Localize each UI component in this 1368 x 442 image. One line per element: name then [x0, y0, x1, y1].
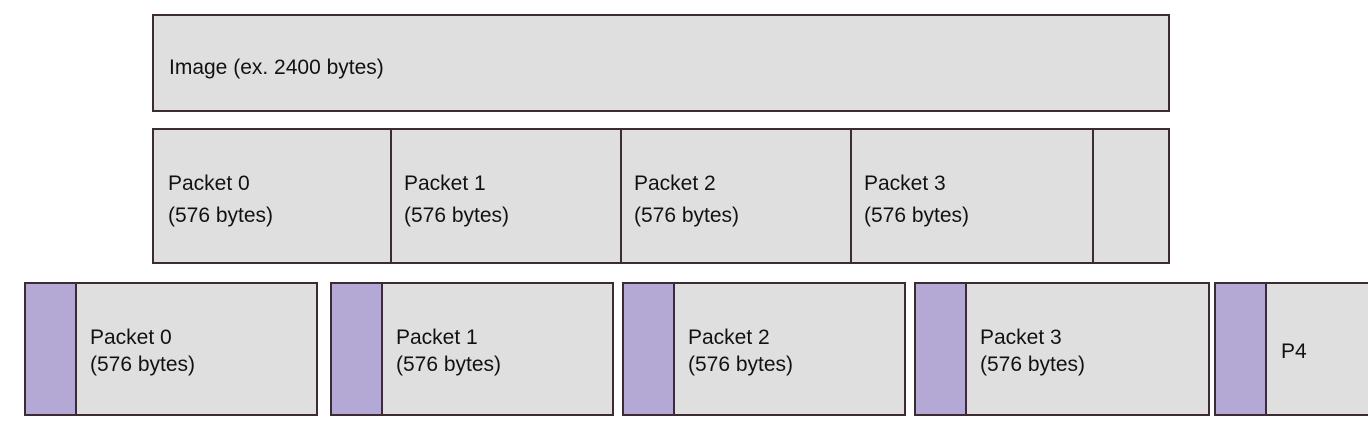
framed-packet-3-name: Packet 3: [980, 326, 1062, 349]
image-label: Image (ex. 2400 bytes): [169, 56, 384, 79]
split-packet-1: Packet 1 (576 bytes): [392, 130, 622, 262]
split-packet-2-size: (576 bytes): [634, 204, 740, 227]
split-packet-3-name: Packet 3: [864, 172, 946, 195]
split-packet-remainder: [1094, 130, 1168, 262]
split-packet-1-size: (576 bytes): [404, 204, 510, 227]
split-packet-2: Packet 2 (576 bytes): [622, 130, 852, 262]
framed-packet-0-size: (576 bytes): [90, 353, 196, 376]
split-packet-1-name: Packet 1: [404, 172, 486, 195]
split-packet-row: Packet 0 (576 bytes) Packet 1 (576 bytes…: [152, 128, 1170, 264]
image-box: Image (ex. 2400 bytes): [152, 14, 1170, 112]
split-packet-3-size: (576 bytes): [864, 204, 970, 227]
framed-packet-2-header: [624, 284, 675, 414]
framed-packet-0: Packet 0 (576 bytes): [24, 282, 318, 416]
framed-packet-2: Packet 2 (576 bytes): [622, 282, 906, 416]
framed-packet-3-header: [916, 284, 967, 414]
framed-packet-3-size: (576 bytes): [980, 353, 1086, 376]
split-packet-0-name: Packet 0: [168, 172, 250, 195]
framed-packet-2-size: (576 bytes): [688, 353, 794, 376]
split-packet-0: Packet 0 (576 bytes): [154, 130, 392, 262]
framed-packet-1-size: (576 bytes): [396, 353, 502, 376]
framed-packet-4-header: [1216, 284, 1267, 414]
framed-packet-1-header: [332, 284, 383, 414]
framed-packet-1: Packet 1 (576 bytes): [330, 282, 614, 416]
framed-packet-0-header: [26, 284, 77, 414]
framed-packet-2-name: Packet 2: [688, 326, 770, 349]
framed-packet-4-name: P4: [1281, 340, 1307, 363]
framed-packet-1-name: Packet 1: [396, 326, 478, 349]
split-packet-0-size: (576 bytes): [168, 204, 274, 227]
framed-packet-3: Packet 3 (576 bytes): [914, 282, 1210, 416]
split-packet-2-name: Packet 2: [634, 172, 716, 195]
framed-packet-0-name: Packet 0: [90, 326, 172, 349]
split-packet-3: Packet 3 (576 bytes): [852, 130, 1094, 262]
framed-packet-4: P4: [1214, 282, 1368, 416]
